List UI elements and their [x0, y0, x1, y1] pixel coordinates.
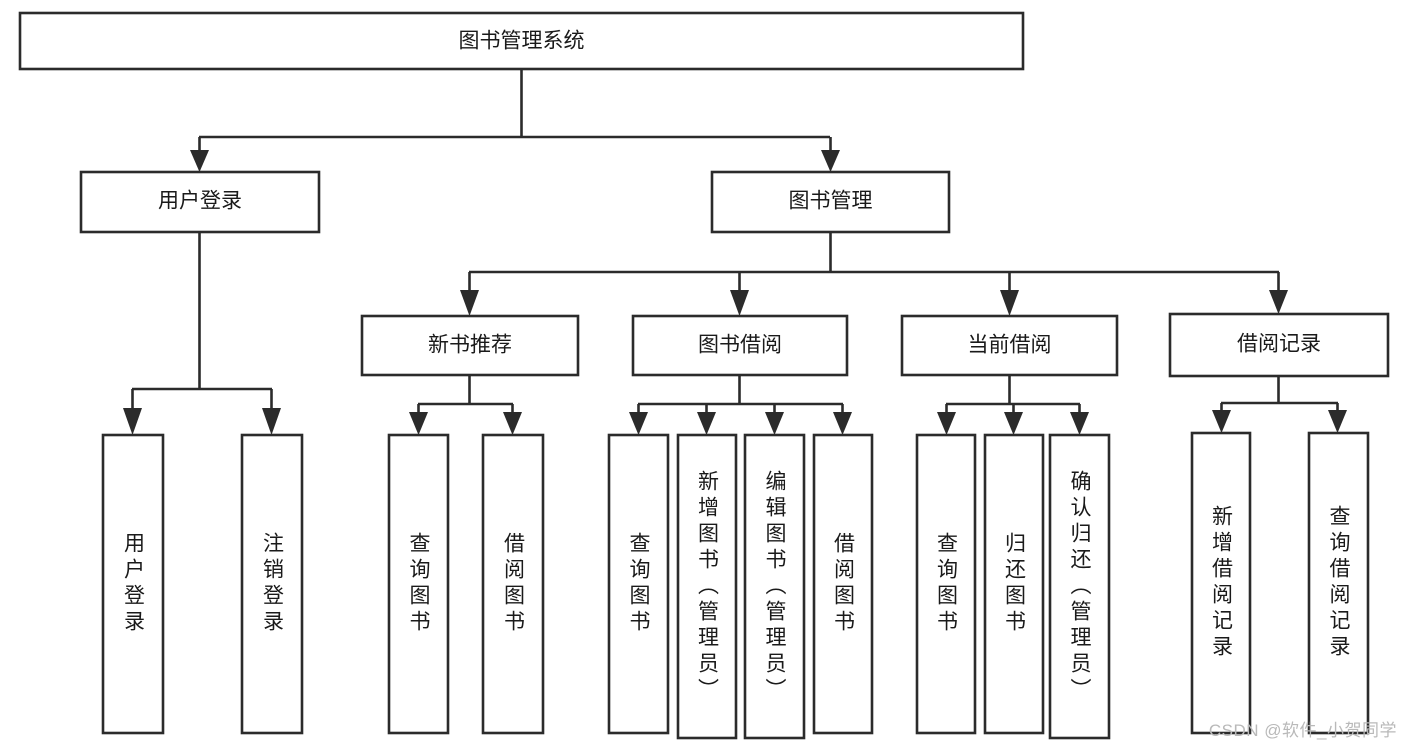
leaf-box-confirm-return[interactable] [1048, 433, 1111, 740]
arrow-head-leaf-query-borrow-record [1328, 410, 1347, 433]
leaf-box-query-book-borrow[interactable] [607, 433, 670, 735]
connector-group-book-manage-to-level3 [460, 232, 1288, 316]
leaf-box-edit-book[interactable] [743, 433, 806, 740]
node-book-manage-box[interactable] [710, 170, 951, 234]
node-user-login-box[interactable] [79, 170, 321, 234]
connector-group-root-to-level2 [190, 69, 840, 172]
arrow-head-leaf-edit-book [765, 412, 784, 435]
node-book-borrow-label: 图书借阅 [698, 334, 782, 357]
node-new-book-recommend-box[interactable] [360, 314, 580, 377]
connector-group-borrow-record-leaves [1212, 376, 1347, 433]
node-new-book-recommend[interactable]: 新书推荐 [360, 314, 580, 377]
node-root[interactable]: 图书管理系统 [18, 11, 1025, 71]
leaf-box-user-login[interactable] [101, 433, 165, 735]
arrow-head-leaf-borrow-book [833, 412, 852, 435]
arrow-head-leaf-query-book-recommend [409, 412, 428, 435]
connector-group-user-login-leaves [123, 232, 281, 435]
arrow-head-leaf-query-book-current [937, 412, 956, 435]
arrow-head-book-manage [821, 150, 840, 172]
arrow-head-book-borrow [730, 290, 749, 316]
node-current-borrow[interactable]: 当前借阅 [900, 314, 1119, 377]
node-current-borrow-label: 当前借阅 [968, 334, 1052, 357]
arrow-head-leaf-user-login [123, 408, 142, 435]
connector-group-new-book-recommend-leaves [409, 375, 522, 435]
node-current-borrow-box[interactable] [900, 314, 1119, 377]
connector-group-current-borrow-leaves [937, 375, 1089, 435]
arrow-head-leaf-add-borrow-record [1212, 410, 1231, 433]
node-root-box[interactable] [18, 11, 1025, 71]
node-user-login-label: 用户登录 [158, 190, 242, 213]
node-book-manage-label: 图书管理 [789, 190, 873, 213]
connector-group-book-borrow-leaves [629, 375, 852, 435]
node-book-borrow[interactable]: 图书借阅 [631, 314, 849, 377]
node-user-login[interactable]: 用户登录 [79, 170, 321, 234]
arrow-head-leaf-query-book-borrow [629, 412, 648, 435]
node-borrow-record-box[interactable] [1168, 312, 1390, 378]
leaf-box-add-book[interactable] [676, 433, 738, 740]
node-book-manage[interactable]: 图书管理 [710, 170, 951, 234]
node-root-label: 图书管理系统 [459, 30, 585, 53]
arrow-head-borrow-record [1269, 290, 1288, 314]
arrow-head-user-login [190, 150, 209, 172]
arrow-head-leaf-logout [262, 408, 281, 435]
leaf-box-add-borrow-record[interactable] [1190, 431, 1252, 735]
leaf-box-borrow-book-recommend[interactable] [481, 433, 545, 735]
arrow-head-leaf-borrow-book-recommend [503, 412, 522, 435]
csdn-watermark: CSDN @软件_小贺同学 [1208, 721, 1397, 740]
arrow-head-leaf-add-book [697, 412, 716, 435]
arrow-head-new-book-recommend [460, 290, 479, 316]
leaf-boxes [101, 431, 1370, 740]
leaf-box-query-book-recommend[interactable] [387, 433, 450, 735]
node-book-borrow-box[interactable] [631, 314, 849, 377]
leaf-box-query-book-current[interactable] [915, 433, 977, 735]
arrow-head-leaf-return-book [1004, 412, 1023, 435]
arrow-head-current-borrow [1000, 290, 1019, 316]
leaf-box-query-borrow-record[interactable] [1307, 431, 1370, 735]
arrow-head-leaf-confirm-return [1070, 412, 1089, 435]
leaf-box-borrow-book[interactable] [812, 433, 874, 735]
node-borrow-record-label: 借阅记录 [1237, 333, 1321, 356]
leaf-box-return-book[interactable] [983, 433, 1045, 735]
node-borrow-record[interactable]: 借阅记录 [1168, 312, 1390, 378]
leaf-box-logout[interactable] [240, 433, 304, 735]
node-new-book-recommend-label: 新书推荐 [428, 334, 512, 357]
